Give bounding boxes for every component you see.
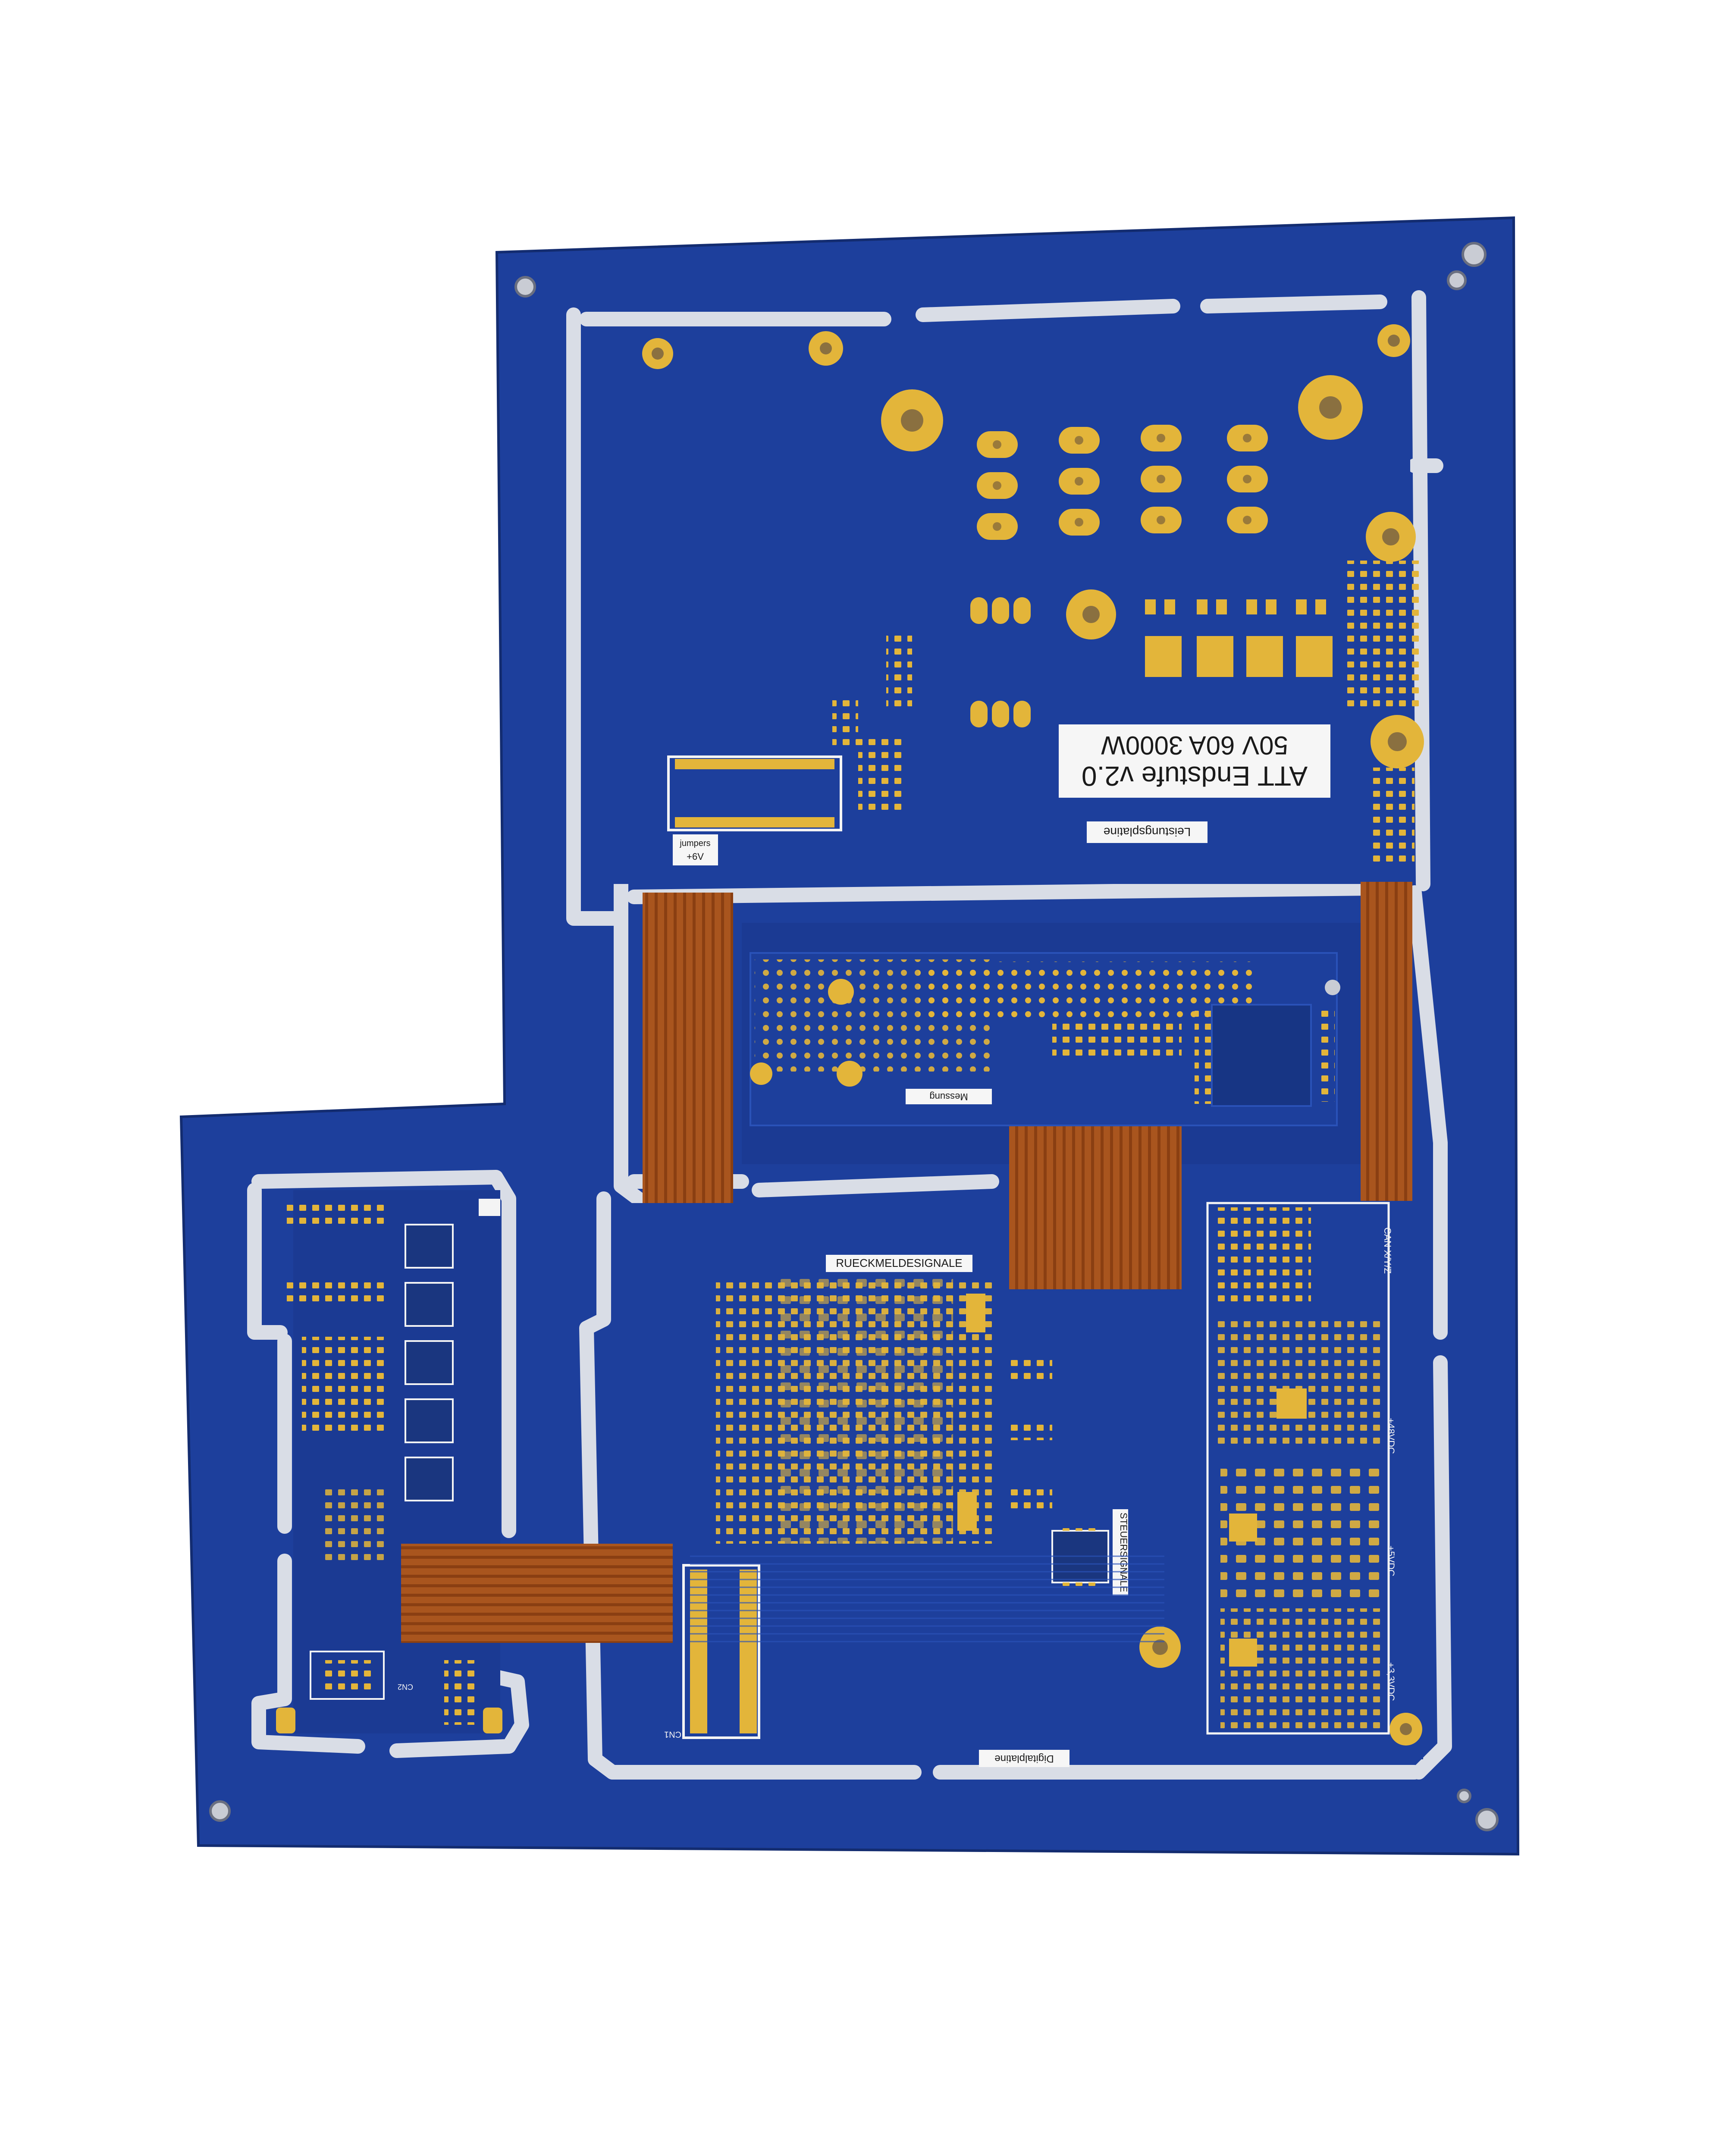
flex-cable-bottom [401,1544,673,1643]
jumper-label: jumpers [679,839,710,848]
rail-48v-label: +48VDC [1386,1418,1396,1454]
flex-cable-right [1361,882,1412,1201]
rail-33v-label: +3,3VDC [1386,1662,1396,1701]
title-label: ATT Endstufe v2.0 50V 60A 3000W [1059,724,1330,798]
flex-cable-center [1009,1100,1182,1289]
jumper-label-box [673,834,718,865]
power-connector-footprint [667,755,842,831]
mounting-holes [209,242,1499,1831]
smd-column-3 [832,699,858,750]
flex-cable-left [643,893,733,1203]
svg-text:Messung: Messung [929,1091,968,1102]
mosfet-pads [1145,599,1333,677]
svg-text:Leistungsplatine: Leistungsplatine [1104,825,1191,839]
smd-column-2 [858,733,906,811]
connector-can-label: CAN X/Y/Z [1382,1227,1393,1274]
smd-cluster-lower-right [1367,768,1414,862]
middle-band: Messung [750,952,1340,1126]
rail-5v-label: +5VDC [1386,1545,1396,1576]
connector-cn1-label: CN1 [664,1730,681,1739]
left-board-components: CN2 [276,1199,502,1733]
oval-pad-array [970,425,1268,727]
smd-cluster-right [1346,561,1419,707]
section-label-power: Leistungsplatine [1087,821,1208,843]
title-line-2: 50V 60A 3000W [1101,731,1288,760]
connector-cn2-label: CN2 [398,1683,413,1691]
title-line-1: ATT Endstufe v2.0 [1082,761,1308,792]
rail-6v-label: +6V [687,851,704,862]
section-label-signals: RUECKMELDESIGNALE [836,1257,962,1269]
section-label-digital: Digitalplatine [994,1753,1054,1764]
smd-column [886,630,912,707]
digital-board-components: RUECKMELDESIGNALE STEUERSIGNALE CN1 Digi… [664,1202,1396,1767]
power-pads [642,324,1424,1745]
